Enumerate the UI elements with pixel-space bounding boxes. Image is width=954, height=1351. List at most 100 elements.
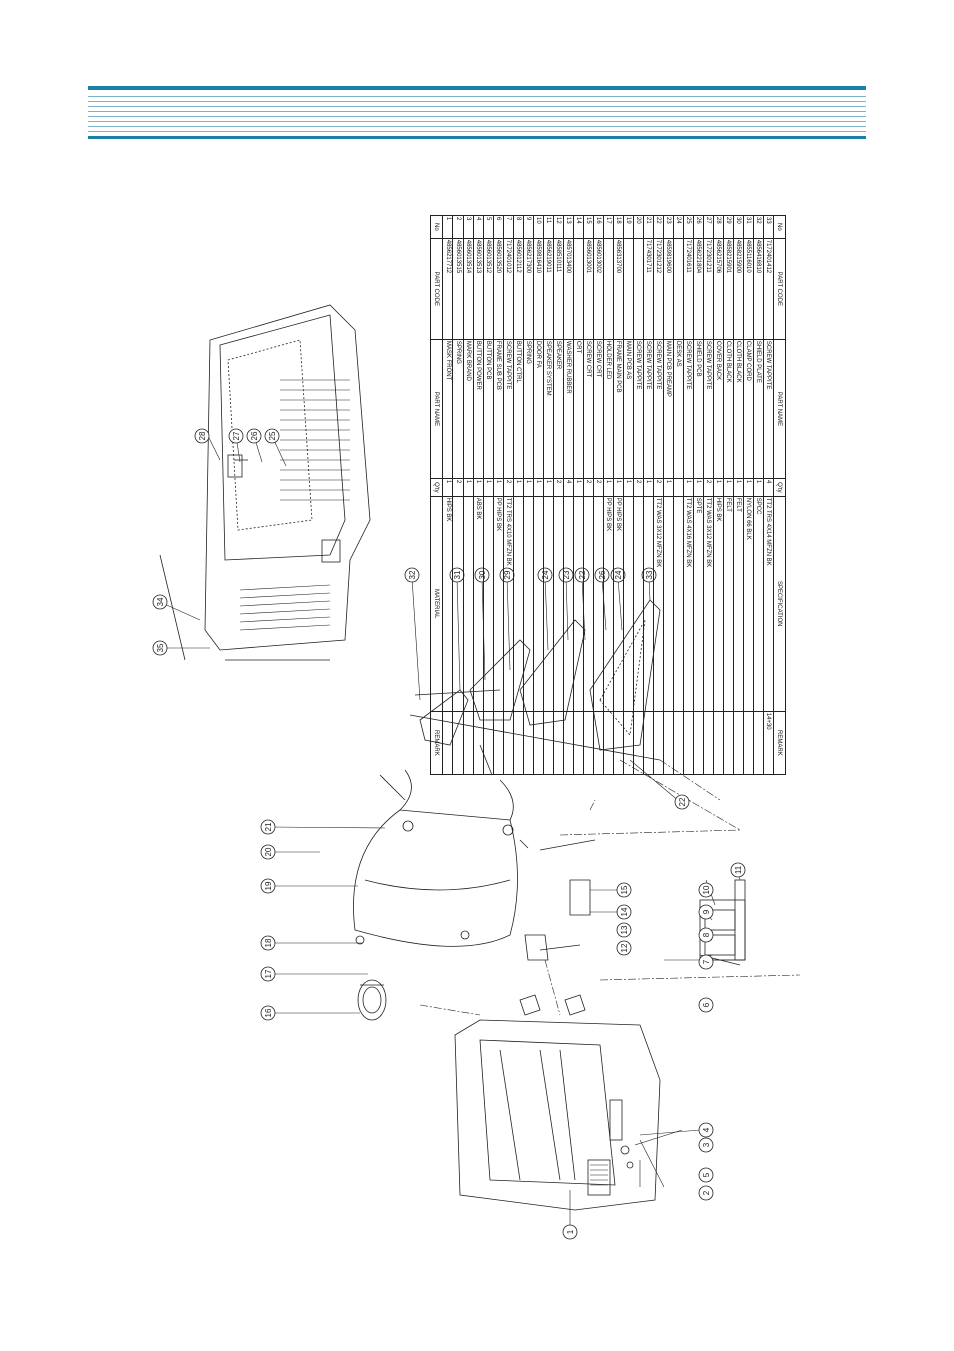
cell-remark	[563, 711, 574, 775]
cell-code: 4856013520	[493, 238, 504, 340]
cell-remark	[442, 711, 453, 775]
svg-text:13: 13	[620, 925, 629, 934]
cell-code: 4856013002	[593, 238, 604, 340]
cell-code: 4856215706	[713, 238, 724, 340]
cell-remark	[613, 711, 624, 775]
callout-27: 27	[228, 428, 244, 444]
svg-text:11: 11	[734, 865, 743, 874]
callout-9: 9	[698, 904, 714, 920]
cell-remark	[753, 711, 764, 775]
cell-name: SCREW TAPPITE	[683, 339, 694, 479]
cell-code: 4856013514	[463, 238, 474, 340]
cell-qty: 1	[473, 478, 484, 497]
cell-spec	[533, 496, 544, 712]
cell-remark	[583, 711, 594, 775]
cell-no: 28	[713, 215, 724, 239]
cell-name: MARK BRAND	[463, 339, 474, 479]
cell-code	[623, 238, 634, 340]
cell-remark	[573, 711, 584, 775]
callout-21: 21	[260, 819, 276, 835]
foot-part-code: PART CODE	[430, 238, 443, 340]
cell-remark	[483, 711, 494, 775]
svg-text:26: 26	[250, 431, 259, 440]
cell-code: 7172301211	[703, 238, 714, 340]
svg-text:12: 12	[620, 943, 629, 952]
callout-20: 20	[260, 844, 276, 860]
cell-remark	[673, 711, 684, 775]
callout-35: 35	[152, 640, 168, 656]
svg-text:4: 4	[702, 1127, 711, 1132]
cell-code	[673, 238, 684, 340]
cell-spec: TT2 WAS 3X12 MFZN BK	[653, 496, 664, 712]
cell-code: 7174301711	[643, 238, 654, 340]
cell-qty: 1	[573, 478, 584, 497]
cell-no: 8	[513, 215, 524, 239]
cell-name: SCREW TAPPITE	[633, 339, 644, 479]
callout-24a: 24	[537, 567, 553, 583]
cell-code: 4856013512	[483, 238, 494, 340]
cell-spec: TT2 TRS 4X10 MFZN BK	[503, 496, 514, 712]
cell-name: SPEAKER SYSTEM	[543, 339, 554, 479]
svg-text:21: 21	[264, 822, 273, 831]
cell-no: 7	[503, 215, 514, 239]
cell-name: CLAMP CORD	[743, 339, 754, 479]
svg-text:17: 17	[264, 969, 273, 978]
cell-qty: 1	[663, 478, 674, 497]
callout-22a: 22	[574, 567, 590, 583]
cell-no: 12	[553, 215, 564, 239]
svg-text:7: 7	[702, 959, 711, 964]
cell-remark	[723, 711, 734, 775]
cell-code: 4859819600	[663, 238, 674, 340]
cell-remark	[503, 711, 514, 775]
cell-remark	[663, 711, 674, 775]
callout-14: 14	[616, 904, 632, 920]
cell-no: 19	[623, 215, 634, 239]
col-no: No	[773, 215, 786, 239]
back-cover	[159, 304, 371, 661]
col-qty: Q'ty	[773, 478, 786, 497]
cell-name: SCREW CRT	[593, 339, 604, 479]
callout-10: 10	[698, 882, 714, 898]
cell-no: 2	[453, 215, 464, 239]
svg-text:3: 3	[702, 1142, 711, 1147]
callout-22: 22	[674, 794, 690, 810]
cell-spec: PP HIPS BK	[613, 496, 624, 712]
header-band	[88, 86, 866, 140]
svg-text:23: 23	[562, 570, 571, 579]
cell-name: SPEAKER	[553, 339, 564, 479]
cell-spec	[623, 496, 634, 712]
cell-name: SCREW TAPPITE	[643, 339, 654, 479]
callout-1: 1	[562, 1224, 578, 1240]
cell-spec: PP HIPS BK	[603, 496, 614, 712]
cell-name: SCREW TAPPITE	[503, 339, 514, 479]
cell-remark	[633, 711, 644, 775]
col-spec: SPECIFICATION	[773, 496, 786, 712]
callout-7: 7	[698, 954, 714, 970]
cell-name: SCREW TAPPITE	[703, 339, 714, 479]
cell-qty: 1	[603, 478, 614, 497]
parts-table-header: No PART CODE PART NAME Q'ty SPECIFICATIO…	[773, 215, 786, 775]
callout-33: 33	[641, 567, 657, 583]
cell-qty: 1	[683, 478, 694, 497]
cell-name: FRAME SUB PCB	[493, 339, 504, 479]
cell-spec: HIPS BK	[713, 496, 724, 712]
foot-remark: REMARK	[430, 711, 443, 775]
cell-spec	[633, 496, 644, 712]
cell-spec: FELT	[723, 496, 734, 712]
cell-no: 15	[583, 215, 594, 239]
cell-no: 9	[523, 215, 534, 239]
svg-text:6: 6	[702, 1002, 711, 1007]
parts-table-footer: No PART CODE PART NAME Q'ty MATERIAL REM…	[430, 215, 443, 775]
cell-qty: 1	[523, 478, 534, 497]
cell-no: 6	[493, 215, 504, 239]
